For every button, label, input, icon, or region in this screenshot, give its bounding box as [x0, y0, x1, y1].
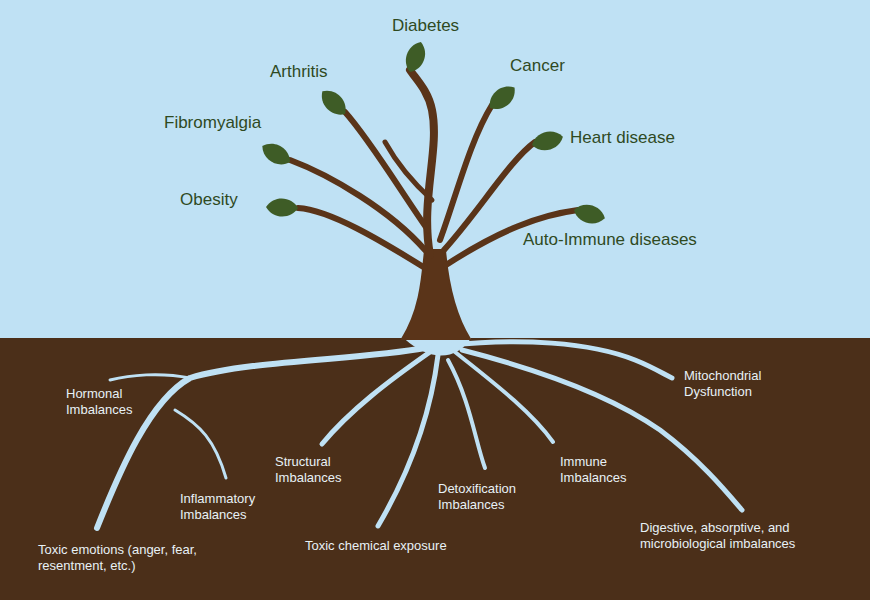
roots: [97, 338, 742, 528]
disease-label: Heart disease: [570, 128, 675, 148]
root-label: Inflammatory Imbalances: [180, 491, 270, 522]
root-label: Toxic chemical exposure: [305, 538, 447, 554]
disease-label: Cancer: [510, 56, 565, 76]
ground: [0, 338, 870, 600]
leaves: [258, 39, 607, 227]
disease-label: Obesity: [180, 190, 238, 210]
root-label: Structural Imbalances: [275, 454, 355, 485]
root-label: Toxic emotions (anger, fear, resentment,…: [38, 542, 213, 573]
disease-label: Arthritis: [270, 62, 328, 82]
disease-label: Auto-Immune diseases: [523, 230, 697, 250]
sky: [0, 0, 870, 339]
root-label: Immune Imbalances: [560, 454, 635, 485]
root-label: Detoxification Imbalances: [438, 481, 538, 512]
disease-label: Fibromyalgia: [164, 113, 261, 133]
branches: [290, 70, 578, 339]
disease-label: Diabetes: [392, 16, 459, 36]
root-label: Hormonal Imbalances: [66, 386, 146, 417]
root-label: Digestive, absorptive, and microbiologic…: [640, 520, 840, 551]
root-label: Mitochondrial Dysfunction: [684, 368, 784, 399]
